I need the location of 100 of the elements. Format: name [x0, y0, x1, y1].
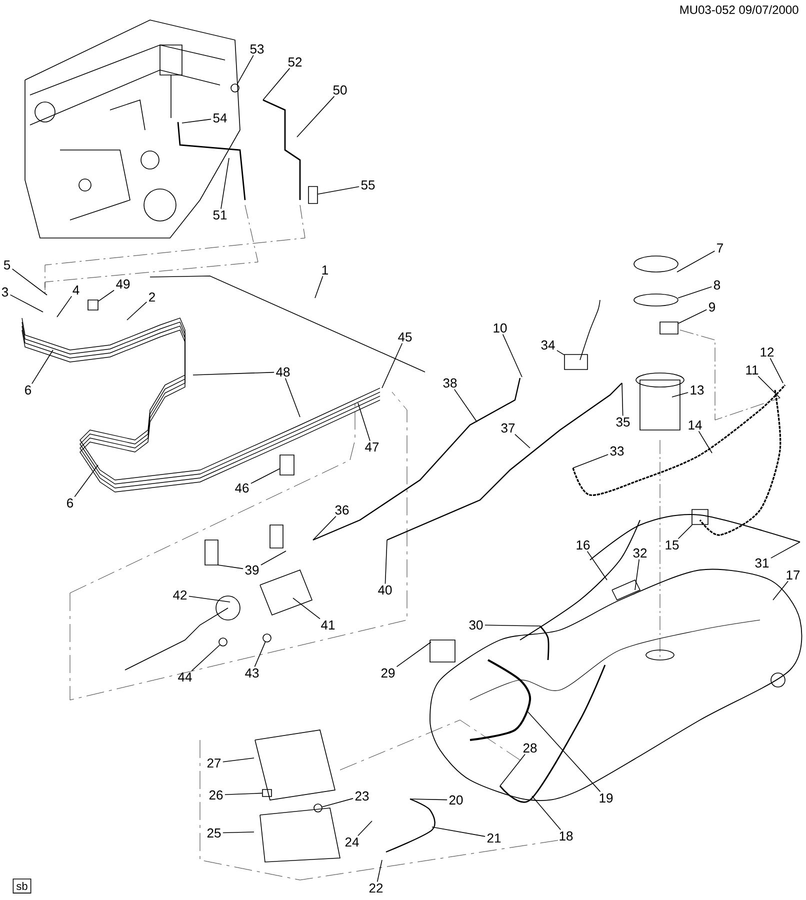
- leader-line: [678, 524, 692, 540]
- callout-number: 26: [209, 790, 223, 800]
- leader-line: [262, 68, 290, 100]
- callout-number: 33: [610, 446, 624, 456]
- callout-number: 4: [72, 286, 80, 294]
- callout-number: 39: [245, 565, 259, 575]
- callout-number: 31: [755, 558, 769, 568]
- callout-number: 23: [355, 791, 369, 801]
- callout-number: 1: [322, 266, 328, 274]
- callout-number: 3: [2, 287, 8, 297]
- callout-number: 32: [633, 548, 647, 558]
- callout-number: 38: [443, 378, 457, 388]
- code-tag: sb: [12, 878, 32, 894]
- leader-line: [126, 302, 148, 320]
- leader-line: [634, 558, 640, 590]
- leader-line: [432, 826, 486, 837]
- callout-number: 41: [321, 620, 335, 630]
- leader-line: [556, 350, 564, 356]
- leader-line: [358, 820, 372, 836]
- part-block: [564, 354, 588, 370]
- callout-number: 21: [487, 833, 501, 843]
- leader-line: [678, 286, 712, 298]
- leader-line: [314, 276, 324, 298]
- callout-number: 18: [560, 831, 573, 841]
- leader-line: [500, 754, 526, 786]
- leader-line: [676, 250, 716, 272]
- callout-number: 53: [250, 44, 264, 54]
- leader-line: [318, 186, 360, 195]
- callout-number: 12: [760, 347, 774, 357]
- leader-line: [322, 798, 354, 808]
- callout-number: 16: [576, 540, 590, 550]
- callout-number: 11: [746, 366, 758, 374]
- callout-number: 22: [369, 883, 383, 893]
- callout-number: 30: [469, 620, 483, 630]
- callout-number: 8: [714, 280, 720, 290]
- callout-number: 51: [213, 210, 227, 220]
- leader-line: [312, 516, 336, 540]
- leader-line: [572, 454, 608, 468]
- leader-line: [678, 309, 708, 324]
- leader-line: [770, 358, 784, 384]
- callout-number: 40: [378, 585, 392, 595]
- callout-number: 49: [116, 279, 130, 289]
- leader-line: [586, 550, 608, 580]
- leader-line: [10, 294, 44, 312]
- leader-line: [260, 550, 286, 566]
- part-block: [88, 300, 98, 310]
- leader-line: [384, 540, 388, 584]
- callout-number: 17: [786, 570, 800, 580]
- callout-number: 43: [245, 668, 259, 678]
- leader-line: [622, 382, 624, 416]
- callout-number: 7: [717, 244, 723, 252]
- callout-number: 19: [600, 793, 613, 803]
- leader-line: [528, 712, 601, 792]
- washer: [314, 804, 322, 812]
- callout-number: 25: [207, 828, 221, 838]
- callout-number: 45: [398, 332, 412, 342]
- callout-number: 24: [345, 837, 359, 847]
- part-block: [308, 186, 318, 204]
- leader-line: [236, 54, 254, 85]
- leader-line: [772, 580, 788, 600]
- callout-number: 10: [494, 323, 507, 333]
- leader-line: [382, 342, 403, 388]
- part-block: [262, 789, 272, 797]
- callout-number: 44: [178, 672, 192, 682]
- washer: [262, 634, 272, 642]
- leader-line: [376, 860, 382, 882]
- leader-line: [532, 796, 562, 830]
- callout-number: 42: [173, 590, 187, 600]
- part-block: [692, 509, 708, 525]
- callout-number: 34: [541, 340, 555, 350]
- drawing-number: MU03-052 09/07/2000: [680, 5, 798, 14]
- leader-line: [484, 624, 540, 626]
- callout-number: 55: [361, 180, 375, 190]
- part-block: [660, 322, 678, 334]
- callout-number: 2: [149, 292, 155, 302]
- callout-number: 50: [333, 85, 347, 95]
- leader-line: [254, 642, 266, 668]
- leader-line: [296, 96, 335, 138]
- leader-line: [396, 642, 432, 668]
- callout-number: 9: [709, 302, 715, 312]
- callout-number: 5: [4, 260, 10, 270]
- leader-line: [514, 434, 530, 448]
- callout-number: 27: [207, 758, 221, 768]
- leader-line: [56, 296, 72, 318]
- leader-line: [410, 798, 448, 800]
- leader-line: [770, 542, 800, 558]
- callout-number: 6: [67, 498, 74, 508]
- leader-line: [188, 596, 230, 602]
- leader-line: [292, 598, 320, 620]
- callout-number: 15: [666, 540, 679, 550]
- leader-line: [502, 334, 522, 378]
- callout-number: 28: [523, 743, 537, 753]
- callout-number: 52: [288, 57, 302, 67]
- callout-number: 20: [449, 795, 463, 805]
- leader-line: [454, 388, 478, 422]
- callout-number: 29: [381, 668, 395, 678]
- callout-number: 37: [501, 423, 515, 433]
- callout-number: 14: [688, 420, 702, 430]
- leader-line: [222, 758, 254, 762]
- leader-line: [220, 158, 230, 210]
